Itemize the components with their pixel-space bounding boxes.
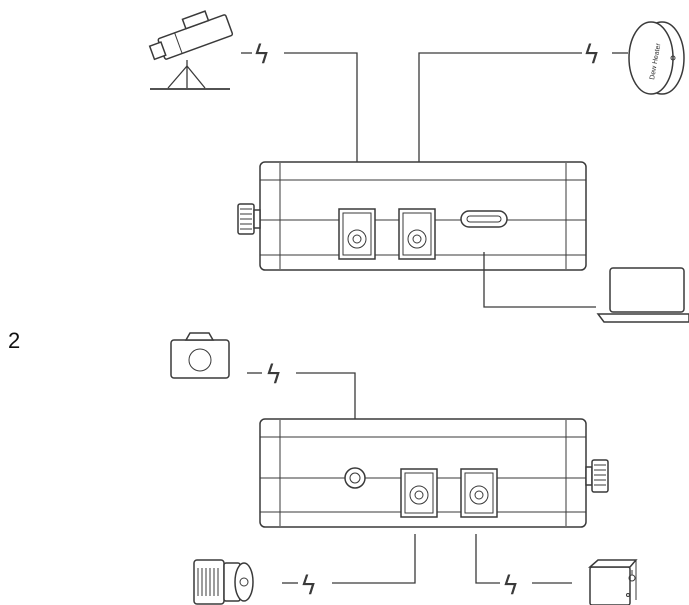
- focuser-motor-icon: [193, 559, 254, 605]
- dc-port: [400, 468, 438, 518]
- step-label: 2: [8, 328, 20, 353]
- power-bolt-icon: ϟ: [300, 571, 317, 601]
- side-connector: [237, 203, 261, 235]
- usb-c-port: [460, 210, 508, 228]
- audio-jack-port: [344, 467, 366, 489]
- dc-port: [460, 468, 498, 518]
- camera-icon: [170, 332, 230, 379]
- side-connector: [585, 459, 609, 493]
- power-bolt-icon: ϟ: [583, 40, 600, 70]
- dc-port: [338, 208, 376, 260]
- dc-port: [398, 208, 436, 260]
- telescope-icon: [148, 10, 234, 90]
- power-bolt-icon: ϟ: [265, 360, 282, 390]
- power-bolt-icon: ϟ: [502, 571, 519, 601]
- dew-heater-icon: Dew Heater: [628, 21, 685, 95]
- filter-wheel-icon: [588, 559, 638, 605]
- power-bolt-icon: ϟ: [253, 40, 270, 70]
- laptop-icon: [596, 267, 689, 323]
